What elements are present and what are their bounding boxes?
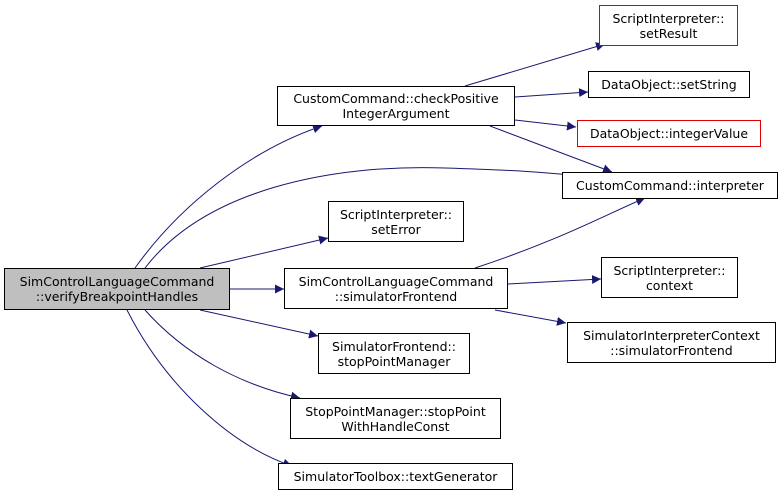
node-label-line: SimulatorFrontend:: bbox=[332, 338, 456, 354]
node-label-line: ScriptInterpreter:: bbox=[339, 206, 453, 222]
node-label-line: ::simulatorFrontend bbox=[334, 288, 458, 304]
node-label-line: ::simulatorFrontend bbox=[610, 342, 733, 358]
edge-check-setstring bbox=[514, 88, 589, 98]
node-label-line: CustomCommand::interpreter bbox=[576, 178, 764, 193]
node-label-line: ScriptInterpreter:: bbox=[612, 10, 725, 26]
node-label-line: StopPointManager::stopPoint bbox=[305, 403, 486, 419]
node-label-line: DataObject::integerValue bbox=[589, 126, 749, 141]
node-label-line: ::verifyBreakpointHandles bbox=[35, 289, 199, 304]
node-label-line: SimControlLanguageCommand bbox=[298, 273, 494, 289]
node-label-line: CustomCommand::checkPositive bbox=[293, 91, 499, 106]
edge-root-checkpositive bbox=[134, 124, 323, 269]
edge-check-integervalue bbox=[514, 119, 577, 131]
node-label-line: context bbox=[645, 277, 694, 293]
node-label-line: setError bbox=[371, 221, 421, 237]
edge-root-textgenerator bbox=[126, 309, 293, 468]
node-label-line: SimulatorToolbox::textGenerator bbox=[293, 469, 498, 484]
node-text-generator[interactable]: SimulatorToolbox::textGenerator bbox=[278, 463, 513, 490]
node-set-string[interactable]: DataObject::setString bbox=[588, 71, 750, 98]
node-label-line: SimulatorInterpreterContext bbox=[583, 327, 760, 343]
node-set-error[interactable]: ScriptInterpreter:: setError bbox=[328, 201, 464, 242]
edge-sim-context bbox=[507, 274, 602, 285]
node-label-line: stopPointManager bbox=[337, 353, 451, 369]
node-custom-command-interpreter[interactable]: CustomCommand::interpreter bbox=[562, 172, 778, 199]
edge-root-stoppointmanager bbox=[199, 309, 319, 339]
node-label-line: DataObject::setString bbox=[601, 77, 737, 92]
edge-sim-ctxfrontend bbox=[494, 309, 567, 326]
node-verify-breakpoint-handles[interactable]: SimControlLanguageCommand ::verifyBreakp… bbox=[4, 268, 230, 310]
node-stop-point-manager[interactable]: SimulatorFrontend:: stopPointManager bbox=[318, 333, 470, 374]
node-interpreter-context-simulator-frontend[interactable]: SimulatorInterpreterContext ::simulatorF… bbox=[567, 322, 776, 363]
edge-sim-interpreter bbox=[474, 197, 646, 269]
node-stop-point-with-handle-const[interactable]: StopPointManager::stopPoint WithHandleCo… bbox=[290, 398, 501, 439]
edge-check-setresult bbox=[464, 42, 606, 87]
node-label-line: ScriptInterpreter:: bbox=[613, 262, 726, 278]
node-integer-value[interactable]: DataObject::integerValue bbox=[577, 120, 761, 147]
node-label-line: WithHandleConst bbox=[341, 418, 450, 434]
edge-root-interpreter bbox=[144, 167, 599, 269]
edge-root-seterror bbox=[199, 235, 329, 269]
node-label-line: SimControlLanguageCommand bbox=[19, 274, 215, 289]
node-sim-control-simulator-frontend[interactable]: SimControlLanguageCommand ::simulatorFro… bbox=[284, 268, 508, 309]
node-script-interpreter-context[interactable]: ScriptInterpreter:: context bbox=[601, 257, 738, 298]
node-set-result[interactable]: ScriptInterpreter:: setResult bbox=[599, 5, 738, 46]
edge-check-interpreter bbox=[489, 125, 613, 174]
edge-root-stoppointhandle bbox=[144, 309, 301, 401]
node-label-line: IntegerArgument bbox=[342, 106, 450, 121]
node-check-positive-integer-argument[interactable]: CustomCommand::checkPositive IntegerArgu… bbox=[277, 86, 515, 126]
node-label-line: setResult bbox=[639, 25, 698, 41]
